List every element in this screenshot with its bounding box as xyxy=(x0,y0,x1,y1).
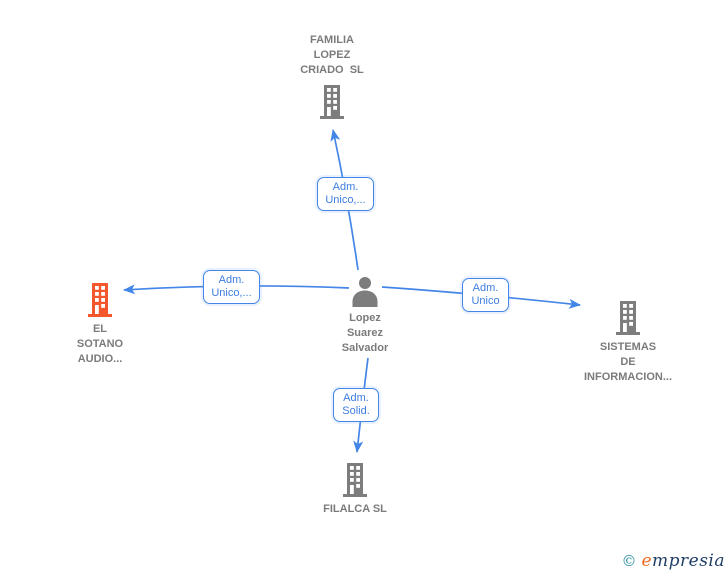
empresia-wordmark[interactable]: empresia xyxy=(641,551,725,571)
edge-label-adm-solid-bottom: Adm. Solid. xyxy=(333,388,379,422)
company-node-filalca[interactable]: FILALCA SL xyxy=(285,461,425,517)
company-node-el-sotano-audio[interactable]: EL SOTANO AUDIO... xyxy=(30,281,170,367)
company-name[interactable]: EL SOTANO AUDIO... xyxy=(76,323,124,365)
person-name[interactable]: Lopez Suarez Salvador xyxy=(341,312,389,354)
building-icon[interactable] xyxy=(317,83,347,119)
edge-label-adm-unico-top: Adm. Unico,... xyxy=(317,177,374,211)
building-icon[interactable] xyxy=(613,299,643,335)
brand-letter-e: e xyxy=(641,551,652,571)
person-icon[interactable] xyxy=(351,276,379,307)
edge-label-adm-unico-right: Adm. Unico xyxy=(462,278,509,312)
copyright-icon: © xyxy=(621,552,637,570)
company-name[interactable]: FILALCA SL xyxy=(323,503,387,515)
building-icon[interactable] xyxy=(85,281,115,317)
empresia-logo[interactable]: © empresia xyxy=(621,551,725,571)
building-icon[interactable] xyxy=(340,461,370,497)
company-node-familia-lopez-criado[interactable]: FAMILIA LOPEZ CRIADO SL xyxy=(262,33,402,119)
company-node-sistemas-de-informacion[interactable]: SISTEMAS DE INFORMACION... xyxy=(558,299,698,385)
company-name[interactable]: FAMILIA LOPEZ CRIADO SL xyxy=(300,34,364,76)
edge-label-adm-unico-left: Adm. Unico,... xyxy=(203,270,260,304)
person-node-lopez-suarez-salvador[interactable]: Lopez Suarez Salvador xyxy=(295,276,435,356)
brand-rest: mpresia xyxy=(652,551,725,571)
company-name[interactable]: SISTEMAS DE INFORMACION... xyxy=(584,341,672,383)
